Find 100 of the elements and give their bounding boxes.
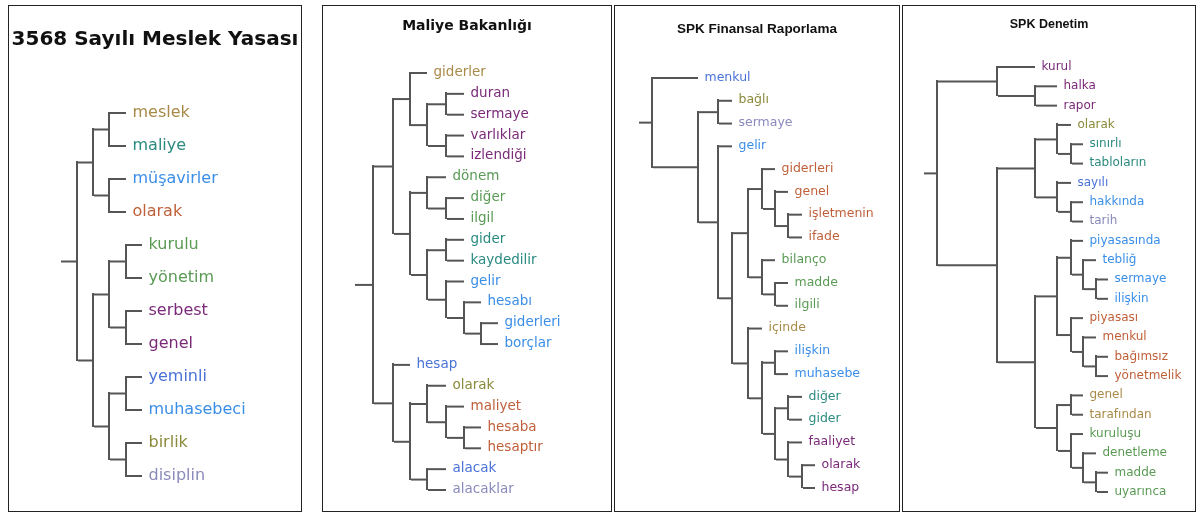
word-label: borçlar xyxy=(497,336,552,350)
dendrogram-branch xyxy=(1083,288,1096,291)
dendrogram-branch xyxy=(1035,104,1058,107)
dendrogram-junction xyxy=(786,395,789,421)
word-label: kuruluşu xyxy=(1082,426,1142,439)
dendrogram-junction xyxy=(1069,393,1072,416)
dendrogram-branch xyxy=(1057,123,1072,126)
dendrogram-junction xyxy=(462,425,465,449)
word-label: sınırlı xyxy=(1082,137,1122,150)
dendrogram-branch xyxy=(109,145,127,147)
word-label: menkul xyxy=(1095,330,1147,343)
dendrogram-junction xyxy=(1055,403,1058,452)
dendrogram-junction xyxy=(1069,200,1072,223)
dendrogram-junction xyxy=(1081,258,1084,290)
dendrogram-branch xyxy=(393,98,410,101)
word-label: yeminli xyxy=(141,367,207,384)
dendrogram-branch xyxy=(427,176,447,179)
dendrogram-branch xyxy=(410,478,427,481)
word-label: ilgili xyxy=(787,298,820,311)
word-label: bağlı xyxy=(731,93,769,106)
dendrogram-junction xyxy=(444,238,447,262)
dendrogram-branch xyxy=(1096,471,1109,474)
dendrogram-junction xyxy=(773,190,776,227)
word-label: faaliyet xyxy=(801,435,856,448)
dendrogram-branch xyxy=(1096,375,1109,378)
dendrogram-branch xyxy=(937,80,997,83)
dendrogram-branch xyxy=(427,145,446,147)
dendrogram-branch xyxy=(1071,162,1084,165)
dendrogram-branch xyxy=(77,359,93,362)
dendrogram-branch xyxy=(126,277,143,279)
word-label: izlendiği xyxy=(463,148,527,162)
dendrogram-junction xyxy=(1033,84,1036,107)
word-label: rapor xyxy=(1056,98,1096,111)
word-label: denetleme xyxy=(1095,446,1167,459)
word-label: genel xyxy=(141,334,193,351)
dendrogram-branch xyxy=(446,317,464,319)
dendrogram-branch xyxy=(997,167,1035,170)
dendrogram-branch xyxy=(1083,452,1097,455)
dendrogram-branch xyxy=(109,260,126,263)
dendrogram-branch xyxy=(373,402,393,405)
word-label: giderler xyxy=(426,65,486,79)
dendrogram-junction xyxy=(760,167,763,210)
dendrogram-branch xyxy=(393,363,411,366)
dendrogram-branch xyxy=(1057,210,1071,213)
word-label: hesap xyxy=(814,480,860,494)
dendrogram-branch xyxy=(997,361,1035,364)
dendrogram-junction xyxy=(444,196,447,220)
dendrogram-branch xyxy=(762,168,776,171)
word-label: olarak xyxy=(445,377,495,392)
dendrogram-junction xyxy=(124,309,127,345)
dendrogram-branch xyxy=(446,92,465,95)
dendrogram-junction xyxy=(124,441,127,477)
dendrogram-junction xyxy=(696,110,699,223)
dendrogram-junction xyxy=(1094,278,1097,300)
dendrogram-branch xyxy=(1071,273,1083,276)
dendrogram-branch xyxy=(464,332,481,335)
dendrogram-branch xyxy=(802,464,816,467)
dendrogram-branch xyxy=(464,426,482,429)
word-label: varlıklar xyxy=(463,127,526,142)
word-label: kurulu xyxy=(141,235,199,252)
dendrogram-junction xyxy=(479,321,482,345)
dendrogram-branch xyxy=(718,145,733,148)
dendrogram-branch xyxy=(446,217,465,220)
dendrogram-branch xyxy=(762,207,775,210)
dendrogram-junction xyxy=(1055,123,1058,155)
dendrogram-junction xyxy=(1069,239,1072,276)
dendrogram-branch xyxy=(446,134,465,137)
dendrogram-branch xyxy=(1096,491,1109,493)
dendrogram-branch xyxy=(788,395,803,398)
dendrogram-junction xyxy=(425,384,428,423)
dendrogram-junction xyxy=(1081,451,1084,483)
word-label: olarak xyxy=(814,457,861,471)
dendrogram-branch xyxy=(1096,278,1109,281)
dendrogram-junction xyxy=(124,243,127,279)
word-label: yönetim xyxy=(141,268,215,285)
panel-title: 3568 Sayılı Meslek Yasası xyxy=(10,26,300,50)
dendrogram-branch xyxy=(126,442,143,444)
dendrogram-junction xyxy=(773,406,776,460)
dendrogram-branch xyxy=(718,99,733,102)
dendrogram-branch xyxy=(481,322,499,325)
word-label: ilişkin xyxy=(787,343,831,357)
word-label: hesap xyxy=(409,356,458,371)
dendrogram-branch xyxy=(652,166,698,169)
word-label: menkul xyxy=(697,70,751,84)
dendrogram-branch xyxy=(762,432,775,435)
dendrogram-branch xyxy=(748,276,762,279)
dendrogram-junction xyxy=(1094,355,1097,377)
dendrogram-branch xyxy=(1035,295,1057,298)
dendrogram-junction xyxy=(716,144,719,299)
dendrogram-branch xyxy=(748,397,762,400)
dendrogram-branch xyxy=(788,475,802,478)
word-label: dönem xyxy=(445,169,500,183)
dendrogram-junction xyxy=(995,65,998,97)
word-label: gelir xyxy=(731,138,767,152)
dendrogram-junction xyxy=(444,280,447,319)
dendrogram-junction xyxy=(1033,137,1036,198)
dendrogram-junction xyxy=(773,349,776,375)
dendrogram-branch xyxy=(354,283,373,286)
dendrogram-branch xyxy=(446,113,465,116)
dendrogram-branch xyxy=(1071,350,1083,353)
